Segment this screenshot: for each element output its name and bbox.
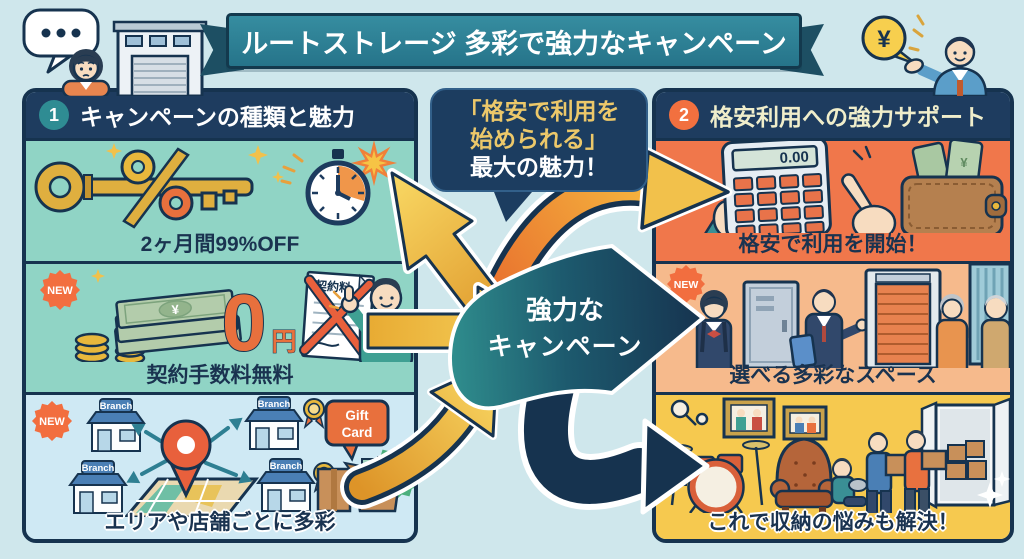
- banner-title: ルートストレージ 多彩で強力なキャンペーン: [241, 28, 787, 59]
- svg-text:NEW: NEW: [39, 416, 65, 428]
- section-start-cheap: 0.00 ¥: [656, 141, 1010, 264]
- armchair-icon: [769, 437, 839, 513]
- stopwatch-icon: [280, 141, 398, 226]
- central-arrow-line-2: キャンペーン: [487, 333, 643, 361]
- spaces-illustration: NEW: [667, 264, 1010, 368]
- gift-card-badge: Gift Card: [324, 399, 390, 462]
- drum-kit-icon: [663, 440, 770, 513]
- key-message-bubble: 「格安で利用を 始められる」 最大の魅力！: [430, 88, 648, 193]
- storage-building-icon: [112, 20, 208, 96]
- caption-spaces: 選べる多彩なスペース: [729, 364, 937, 387]
- yen-bubble-icon: ¥: [861, 15, 917, 66]
- sparkle-icon: [91, 269, 105, 283]
- section-solved: これで収納の悩みも解決！: [656, 395, 1010, 539]
- right-panel-header: 2 格安利用への強力サポート: [656, 92, 1010, 141]
- caption-free-fee: 契約手数料無料: [146, 364, 294, 387]
- map-icon: [124, 477, 260, 517]
- sparkle-lines: [908, 14, 925, 52]
- bill-yen: ¥: [171, 302, 181, 318]
- new-badge: NEW: [667, 265, 705, 303]
- svg-text:NEW: NEW: [674, 279, 699, 291]
- map-pin-icon: [160, 419, 212, 499]
- svg-text:0: 0: [222, 278, 267, 362]
- svg-text:Gift: Gift: [345, 408, 369, 423]
- section-discount: 2ヶ月間99%OFF: [26, 141, 414, 264]
- panel-number-badge: 2: [669, 100, 699, 130]
- worried-customer-illustration: [22, 8, 208, 96]
- bubble-line-2: 始められる」: [470, 126, 608, 153]
- new-badge: NEW: [40, 270, 80, 310]
- shutter-unit-icon: [864, 268, 942, 368]
- wallet-icon: ¥: [900, 141, 1008, 233]
- calculator-icon: 0.00: [698, 141, 832, 233]
- banknotes-icon: ¥: [114, 289, 242, 356]
- support-panel: 2 格安利用への強力サポート 0.00: [652, 88, 1014, 543]
- svg-text:Branch: Branch: [258, 399, 291, 410]
- svg-text:Branch: Branch: [100, 401, 133, 412]
- free-fee-illustration: NEW ¥ 0 円: [40, 269, 414, 362]
- thinking-bubble-icon: [22, 8, 100, 74]
- central-arrow-line-1: 強力な: [525, 295, 604, 325]
- zero-yen-label: 0 円: [221, 277, 297, 362]
- mirror-icons: [670, 399, 709, 426]
- svg-text:円: 円: [271, 328, 296, 356]
- calculator-display: 0.00: [779, 148, 809, 167]
- start-cheap-illustration: 0.00 ¥: [698, 141, 1008, 233]
- svg-text:Branch: Branch: [82, 463, 115, 474]
- caption-start-cheap: 格安で利用を開始！: [738, 233, 928, 256]
- new-badge: NEW: [32, 401, 72, 441]
- tap-lines: [852, 145, 872, 161]
- left-panel-header: 1 キャンペーンの種類と魅力: [26, 92, 414, 141]
- percent-icon: [120, 147, 194, 229]
- storage-solved-illustration: [663, 397, 1010, 513]
- elderly-man-avatar: [980, 295, 1010, 368]
- banner: ルートストレージ 多彩で強力なキャンペーン: [226, 13, 802, 69]
- discount-illustration: [34, 141, 398, 229]
- bubble-line-3: 最大の魅力！: [470, 154, 608, 181]
- left-panel-title: キャンペーンの種類と魅力: [80, 104, 355, 130]
- man-avatar: [904, 36, 988, 96]
- svg-text:Branch: Branch: [270, 461, 303, 472]
- yen-symbol: ¥: [877, 26, 891, 53]
- speech-bubble-tail: [494, 192, 532, 222]
- photo-frame-icon: [722, 397, 828, 441]
- caption-solved: これで収納の悩みも解決！: [707, 511, 959, 534]
- right-panel-title: 格安利用への強力サポート: [710, 104, 986, 130]
- pointing-hand-icon: [841, 173, 897, 233]
- ellipsis-icon: [41, 28, 81, 38]
- award-rosette-icon: [303, 398, 325, 428]
- section-variety: NEW Branch Branch: [26, 395, 414, 539]
- small-locker-icon: [742, 280, 800, 368]
- schoolgirl-avatar: [695, 290, 733, 368]
- section-spaces: NEW: [656, 264, 1010, 395]
- businessman-avatar: [789, 289, 869, 368]
- campaign-types-panel: 1 キャンペーンの種類と魅力: [22, 88, 418, 543]
- panel-number-badge: 1: [39, 100, 69, 130]
- wallet-bill-yen: ¥: [960, 155, 968, 170]
- woman-avatar: [61, 49, 111, 96]
- central-arrow-label: 強力な キャンペーン: [460, 290, 670, 363]
- svg-text:Card: Card: [342, 425, 373, 440]
- area-variety-illustration: NEW Branch Branch: [32, 396, 414, 517]
- caption-variety: エリアや店舗ごとに多彩: [104, 511, 336, 534]
- kneeling-woman-avatar: [830, 458, 868, 507]
- bubble-line-1: 「格安で利用を: [458, 98, 620, 124]
- section-free-fee: NEW ¥ 0 円: [26, 264, 414, 395]
- man-loading-box-avatar: [903, 430, 948, 513]
- store-icons: Branch Branch Branch Branch: [69, 396, 335, 514]
- caption-discount: 2ヶ月間99%OFF: [140, 233, 300, 256]
- advisor-illustration: ¥: [861, 14, 988, 96]
- svg-text:NEW: NEW: [47, 285, 73, 297]
